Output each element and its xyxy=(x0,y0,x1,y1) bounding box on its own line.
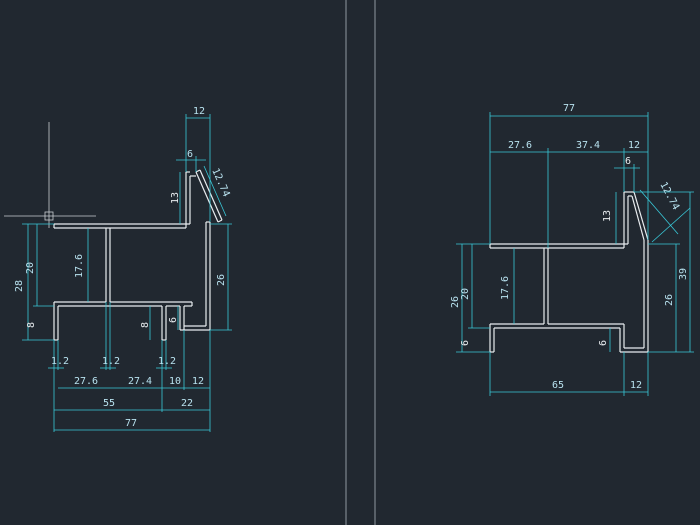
dim-v-13: 13 xyxy=(602,210,613,222)
dim-v-28: 28 xyxy=(14,280,25,292)
dim-v-13: 13 xyxy=(170,192,181,204)
dim-b-27-6: 27.6 xyxy=(74,376,98,387)
dim-b-77: 77 xyxy=(125,418,137,429)
dim-b-12: 12 xyxy=(192,376,204,387)
dim-top-6: 6 xyxy=(187,149,193,160)
right-dimension-lines xyxy=(456,112,694,396)
dim-v-39: 39 xyxy=(678,268,689,280)
dim-v-26-right: 26 xyxy=(664,294,675,306)
right-profile-drawing[interactable]: 77 27.6 37.4 12 6 12.74 13 26 20 17.6 6 … xyxy=(450,103,694,396)
dim-v-20: 20 xyxy=(460,288,471,300)
dim-b-12: 12 xyxy=(630,380,642,391)
dim-top-12: 12 xyxy=(193,106,205,117)
crosshair-cursor-icon xyxy=(4,122,96,228)
dim-diagonal-12-74: 12.74 xyxy=(657,180,681,212)
dim-b-1-2-c: 1.2 xyxy=(158,356,176,367)
right-profile-outline xyxy=(489,191,649,353)
dim-top-27-6: 27.6 xyxy=(508,140,532,151)
dim-v-26: 26 xyxy=(216,274,227,286)
dim-b-10: 10 xyxy=(169,376,181,387)
dim-top-6: 6 xyxy=(625,156,631,167)
dim-b-55: 55 xyxy=(103,398,115,409)
dim-diagonal-12-74: 12.74 xyxy=(209,167,231,199)
dim-v-6-left: 6 xyxy=(460,340,471,346)
dim-b-1-2-a: 1.2 xyxy=(51,356,69,367)
dim-v-17-6: 17.6 xyxy=(500,276,511,300)
dim-b-1-2-b: 1.2 xyxy=(102,356,120,367)
dim-b-65: 65 xyxy=(552,380,564,391)
dim-v-20: 20 xyxy=(25,262,36,274)
dim-top-12: 12 xyxy=(628,140,640,151)
left-profile-drawing[interactable]: 12 6 12.74 13 28 20 17.6 8 8 6 26 1.2 1.… xyxy=(4,106,232,432)
left-dimension-lines xyxy=(22,114,232,432)
dim-v-6: 6 xyxy=(168,317,179,323)
dim-v-17-6: 17.6 xyxy=(74,254,85,278)
dim-top-77: 77 xyxy=(563,103,575,114)
dim-v-6-mid: 6 xyxy=(598,340,609,346)
dim-v-8-mid: 8 xyxy=(140,322,151,328)
dim-v-8-left: 8 xyxy=(26,322,37,328)
dim-b-27-4: 27.4 xyxy=(128,376,152,387)
dim-v-26-left: 26 xyxy=(450,296,461,308)
dim-b-22: 22 xyxy=(181,398,193,409)
dim-top-37-4: 37.4 xyxy=(576,140,600,151)
